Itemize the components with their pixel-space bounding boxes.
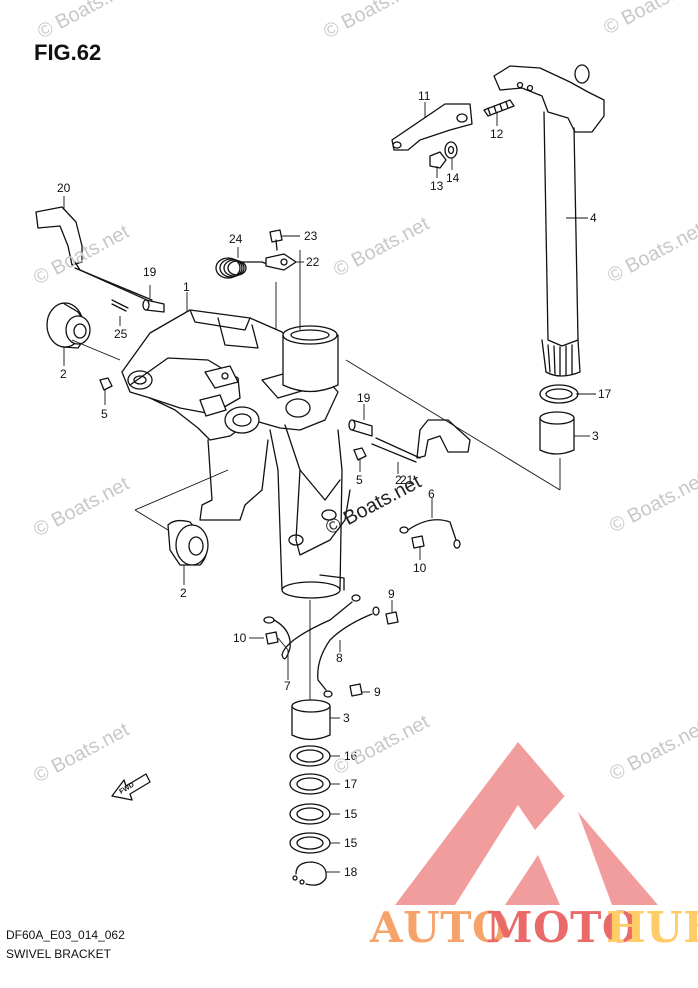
callout-10: 10 bbox=[233, 631, 247, 645]
callout-10: 10 bbox=[413, 561, 427, 575]
callout-5: 5 bbox=[101, 407, 108, 421]
cotter-pin bbox=[111, 299, 129, 312]
callout-15: 15 bbox=[344, 836, 358, 850]
circlip-18 bbox=[292, 861, 327, 886]
callout-2: 2 bbox=[180, 586, 187, 600]
callout-12: 12 bbox=[490, 127, 504, 141]
bolt-12 bbox=[483, 99, 515, 117]
washer-15-a bbox=[289, 803, 331, 825]
ground-wire-8 bbox=[317, 606, 380, 698]
tilt-lever-left bbox=[35, 206, 159, 306]
callout-5: 5 bbox=[356, 473, 363, 487]
brand-part-auto: AUTO bbox=[370, 903, 510, 952]
callout-labels: 1 2 2 2 3 3 4 5 5 6 7 8 9 9 10 10 11 12 … bbox=[57, 89, 612, 879]
callout-7: 7 bbox=[284, 679, 291, 693]
callout-15: 15 bbox=[344, 807, 358, 821]
callout-11: 11 bbox=[418, 89, 431, 103]
screw-9-upper bbox=[385, 611, 399, 625]
stopper-bracket bbox=[391, 103, 473, 151]
callout-19: 19 bbox=[143, 265, 157, 279]
callout-9: 9 bbox=[374, 685, 381, 699]
pin-left bbox=[142, 299, 165, 313]
callout-2: 2 bbox=[60, 367, 67, 381]
callout-8: 8 bbox=[336, 651, 343, 665]
plate-22 bbox=[265, 253, 297, 271]
callout-19: 19 bbox=[357, 391, 371, 405]
figure-caption: SWIVEL BRACKET bbox=[6, 947, 111, 961]
callout-17: 17 bbox=[344, 777, 358, 791]
callout-9: 9 bbox=[388, 587, 395, 601]
fwd-arrow-icon bbox=[111, 773, 151, 801]
callout-13: 13 bbox=[430, 179, 444, 193]
callout-25: 25 bbox=[114, 327, 128, 341]
callout-24: 24 bbox=[229, 232, 243, 246]
screw-10-lower bbox=[265, 631, 279, 645]
figure-code: DF60A_E03_014_062 bbox=[6, 928, 125, 942]
figure-title: FIG.62 bbox=[34, 40, 102, 65]
callout-3: 3 bbox=[592, 429, 599, 443]
bushing-upper-right bbox=[539, 411, 575, 455]
bushing-lower-3 bbox=[291, 699, 331, 741]
swivel-bracket-body bbox=[121, 309, 351, 599]
ground-wire-7 bbox=[263, 594, 361, 660]
grease-nipple-left bbox=[99, 377, 113, 391]
callout-14: 14 bbox=[446, 171, 460, 185]
callout-6: 6 bbox=[428, 487, 435, 501]
tilt-lever-right bbox=[371, 419, 471, 463]
callout-21: 21 bbox=[400, 473, 414, 487]
bushing-upper-left bbox=[46, 302, 91, 349]
seal-16 bbox=[289, 745, 331, 767]
callout-4: 4 bbox=[590, 211, 597, 225]
automotohub-logo-mark bbox=[395, 742, 658, 905]
pin-right bbox=[348, 419, 373, 437]
nut-13 bbox=[429, 151, 447, 169]
steering-shaft bbox=[493, 64, 605, 377]
bushing-lower bbox=[167, 519, 209, 566]
callout-3: 3 bbox=[343, 711, 350, 725]
grease-nipple-right bbox=[353, 447, 367, 461]
callout-1: 1 bbox=[183, 280, 190, 294]
callout-17: 17 bbox=[598, 387, 612, 401]
ground-wire-6 bbox=[399, 519, 461, 549]
screw-9-lower bbox=[349, 683, 363, 697]
screw-10-upper bbox=[411, 535, 425, 549]
callout-2: 2 bbox=[395, 473, 402, 487]
callout-23: 23 bbox=[304, 229, 318, 243]
brand-part-moto: MOTO bbox=[486, 903, 639, 952]
washer-upper-17 bbox=[539, 384, 579, 404]
washer-lower-17 bbox=[289, 773, 331, 795]
callout-20: 20 bbox=[57, 181, 71, 195]
callout-22: 22 bbox=[306, 255, 320, 269]
leader-lines bbox=[63, 102, 596, 873]
callout-18: 18 bbox=[344, 865, 358, 879]
washer-15-b bbox=[289, 832, 331, 854]
brand-part-hub: HUB bbox=[606, 903, 698, 952]
callout-16: 16 bbox=[344, 749, 358, 763]
bolt-23 bbox=[269, 229, 283, 251]
return-spring bbox=[215, 257, 273, 279]
washer-14 bbox=[444, 141, 458, 159]
